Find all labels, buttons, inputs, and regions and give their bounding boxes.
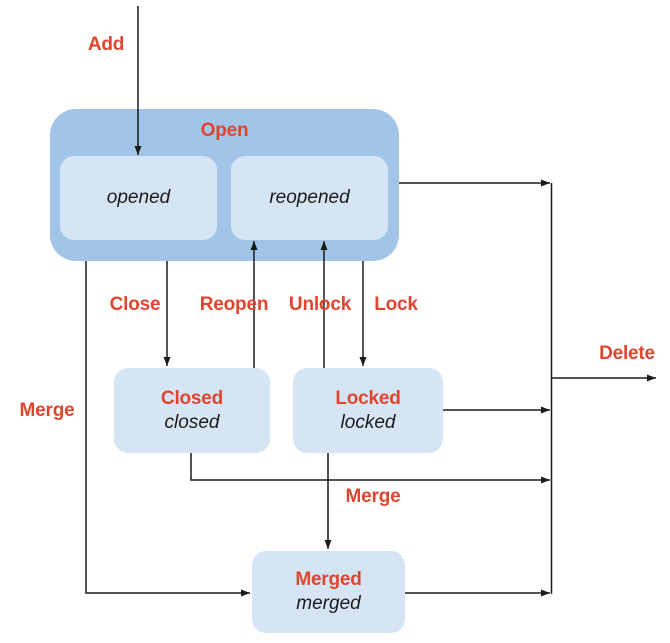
label-close: Close	[109, 294, 161, 315]
closed-title: Closed	[160, 387, 224, 409]
label-merge-left: Merge	[19, 400, 75, 421]
merged-title: Merged	[295, 569, 362, 590]
label-add: Add	[87, 34, 125, 55]
label-unlock: Unlock	[288, 294, 352, 315]
state-node-merged: Merged merged	[252, 551, 405, 633]
open-group-label: Open	[200, 120, 249, 141]
edge-closed-to-delete	[190, 453, 550, 484]
state-group-open: Open opened reopened	[50, 109, 399, 261]
label-merge-mid: Merge	[345, 486, 401, 507]
state-node-opened: opened	[60, 156, 217, 240]
state-node-reopened: reopened	[231, 156, 388, 240]
state-node-closed: Closed closed	[114, 368, 270, 453]
opened-state-label: opened	[106, 187, 171, 208]
reopened-state-label: reopened	[269, 187, 350, 208]
closed-state-label: closed	[164, 411, 220, 433]
locked-title: Locked	[335, 387, 401, 409]
merged-state-label: merged	[296, 593, 361, 614]
label-lock: Lock	[374, 294, 418, 315]
locked-state-label: locked	[340, 411, 396, 433]
label-delete: Delete	[599, 343, 655, 364]
label-reopen: Reopen	[199, 294, 269, 315]
state-node-locked: Locked locked	[293, 368, 443, 453]
